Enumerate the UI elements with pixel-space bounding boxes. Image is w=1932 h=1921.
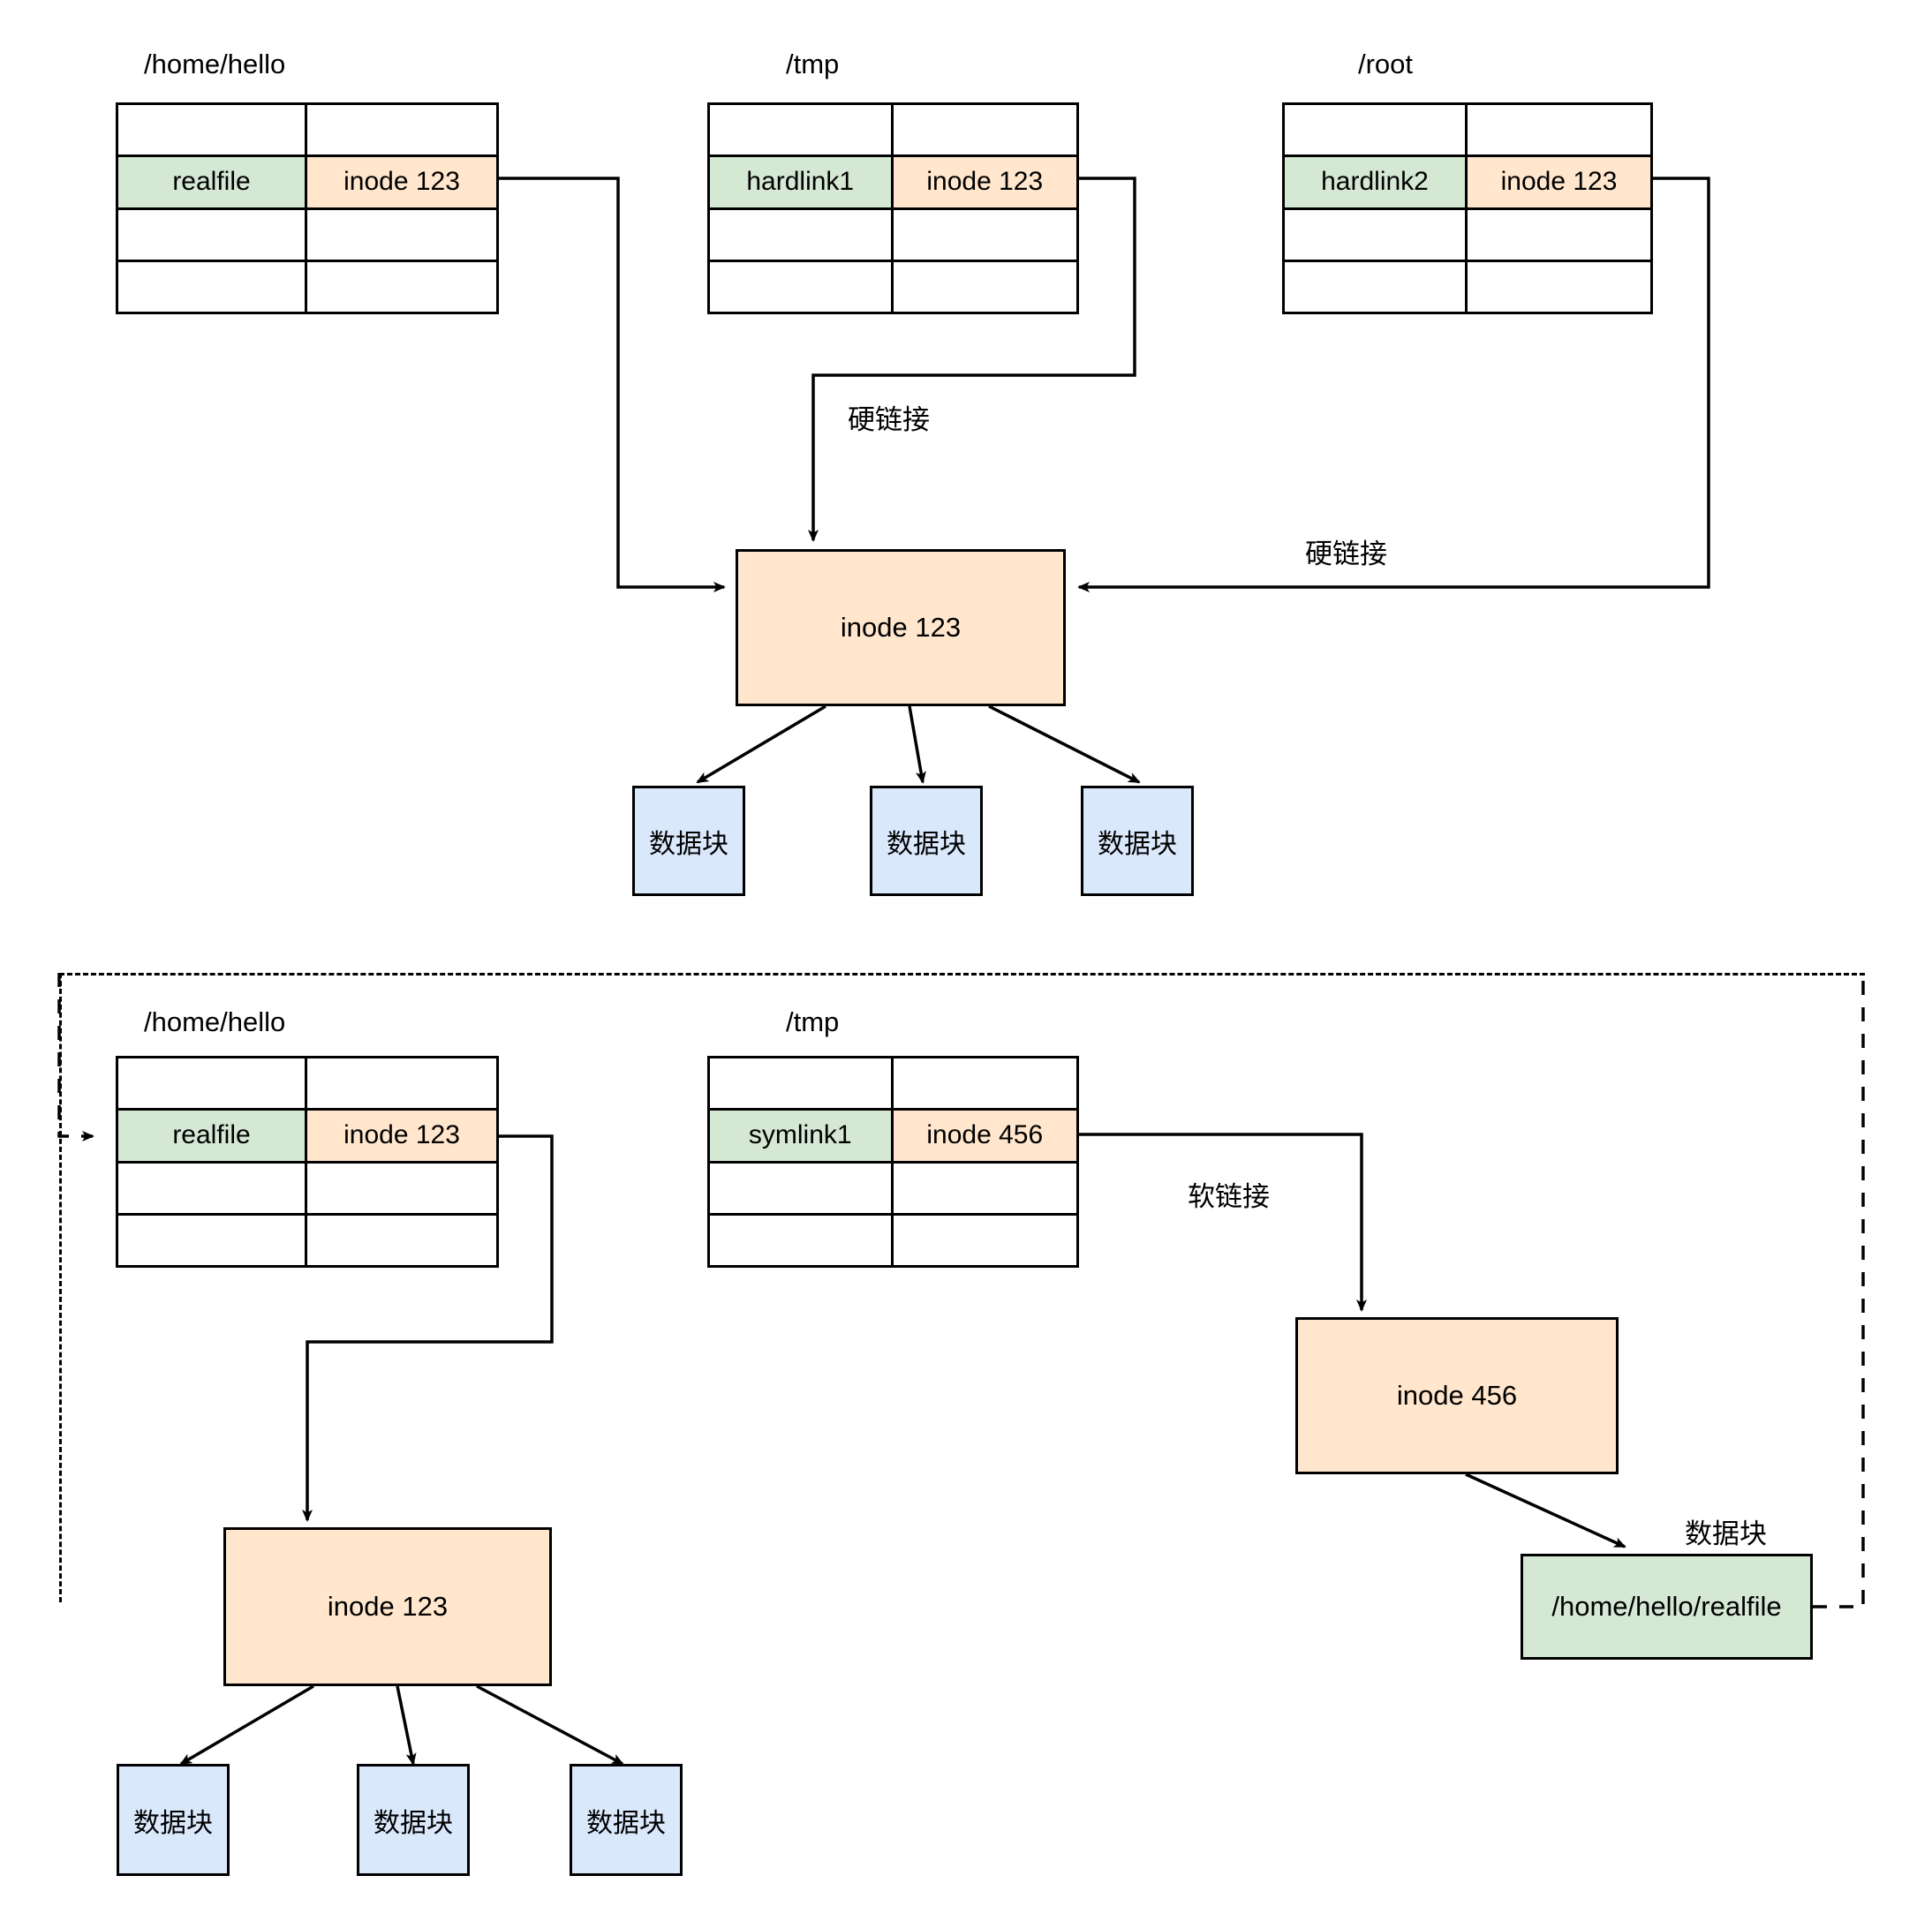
table-row bbox=[118, 1163, 496, 1216]
table-row bbox=[118, 1058, 496, 1111]
cell-name bbox=[710, 209, 894, 260]
edge-realfile-to-inode123 bbox=[499, 177, 726, 592]
cell-name bbox=[1285, 261, 1468, 312]
edge-inode123-to-datablock-4 bbox=[179, 1684, 314, 1766]
table-row bbox=[118, 105, 496, 158]
cell-inode bbox=[894, 262, 1077, 312]
edge-inode123-to-datablock-6 bbox=[476, 1684, 624, 1766]
cell-name bbox=[1285, 105, 1468, 155]
cell-name: hardlink1 bbox=[710, 157, 894, 207]
inode-box-123-top: inode 123 bbox=[736, 549, 1066, 706]
cell-inode bbox=[1468, 105, 1650, 154]
table-row bbox=[1285, 105, 1650, 158]
cell-inode bbox=[894, 1058, 1077, 1108]
caption-tmp-bottom: /tmp bbox=[786, 1006, 840, 1037]
caption-tmp-top: /tmp bbox=[786, 49, 840, 79]
edge-inode123-to-datablock-1 bbox=[696, 704, 826, 784]
data-block-3: 数据块 bbox=[1081, 786, 1194, 896]
cell-inode: inode 123 bbox=[893, 157, 1076, 207]
table-row bbox=[118, 209, 496, 262]
cell-inode bbox=[307, 210, 496, 260]
cell-name bbox=[118, 1215, 307, 1265]
data-block-4: 数据块 bbox=[117, 1764, 230, 1876]
data-block-6: 数据块 bbox=[570, 1764, 683, 1876]
dir-table-root-top: hardlink2 inode 123 bbox=[1282, 102, 1653, 314]
cell-name bbox=[118, 1058, 307, 1109]
table-row bbox=[710, 1215, 1077, 1265]
edge-label-hardlink-center: 硬链接 bbox=[848, 404, 930, 435]
table-row bbox=[710, 261, 1077, 312]
cell-inode: inode 456 bbox=[893, 1111, 1076, 1161]
dir-table-home-hello-top: realfile inode 123 bbox=[116, 102, 499, 314]
cell-name bbox=[710, 1058, 894, 1109]
cell-inode bbox=[1468, 210, 1650, 260]
table-row: hardlink2 inode 123 bbox=[1285, 157, 1650, 210]
table-row bbox=[710, 105, 1077, 158]
caption-home-hello-bottom: /home/hello bbox=[144, 1006, 286, 1037]
cell-name: symlink1 bbox=[710, 1111, 894, 1161]
cell-inode bbox=[1468, 262, 1650, 312]
cell-inode: inode 123 bbox=[307, 1111, 496, 1161]
data-block-1: 数据块 bbox=[632, 786, 745, 896]
table-row: realfile inode 123 bbox=[118, 1111, 496, 1164]
cell-name: hardlink2 bbox=[1285, 157, 1468, 207]
inode-box-456: inode 456 bbox=[1295, 1317, 1619, 1474]
edge-label-hardlink-right: 硬链接 bbox=[1305, 539, 1387, 569]
edge-label-symlink: 软链接 bbox=[1188, 1181, 1270, 1212]
cell-name bbox=[710, 105, 894, 155]
cell-inode bbox=[894, 1164, 1077, 1213]
cell-inode: inode 123 bbox=[1468, 157, 1650, 207]
cell-name bbox=[118, 209, 307, 260]
dir-table-tmp-top: hardlink1 inode 123 bbox=[707, 102, 1079, 314]
edge-inode123-to-datablock-3 bbox=[988, 704, 1141, 784]
cell-inode bbox=[307, 1216, 496, 1265]
table-row: realfile inode 123 bbox=[118, 157, 496, 210]
cell-inode bbox=[307, 1058, 496, 1108]
cell-inode bbox=[307, 262, 496, 312]
table-row bbox=[710, 209, 1077, 262]
edge-inode123-to-datablock-2 bbox=[908, 705, 926, 784]
table-row bbox=[710, 1163, 1077, 1216]
table-row: hardlink1 inode 123 bbox=[710, 157, 1076, 210]
edge-label-datablock-path: 数据块 bbox=[1685, 1518, 1767, 1549]
cell-inode: inode 123 bbox=[307, 157, 496, 207]
symlink-resolution-dashed-region bbox=[59, 973, 1865, 1602]
edge-inode123-to-datablock-5 bbox=[396, 1685, 417, 1766]
cell-name bbox=[118, 105, 307, 155]
cell-inode bbox=[894, 210, 1077, 260]
cell-inode bbox=[307, 1164, 496, 1213]
table-row bbox=[710, 1058, 1076, 1111]
cell-inode bbox=[307, 105, 496, 154]
cell-name bbox=[118, 1163, 307, 1213]
table-row bbox=[1285, 261, 1650, 312]
caption-root-top: /root bbox=[1358, 49, 1414, 79]
cell-inode bbox=[894, 105, 1077, 154]
table-row: symlink1 inode 456 bbox=[710, 1111, 1076, 1164]
path-box-realfile-target: /home/hello/realfile bbox=[1521, 1554, 1813, 1660]
cell-name bbox=[710, 1215, 894, 1265]
dir-table-tmp-bottom: symlink1 inode 456 bbox=[707, 1056, 1079, 1268]
table-row bbox=[1285, 209, 1650, 262]
cell-name: realfile bbox=[118, 1111, 307, 1161]
data-block-2: 数据块 bbox=[870, 786, 983, 896]
inode-box-123-bottom: inode 123 bbox=[223, 1527, 552, 1686]
cell-inode bbox=[894, 1216, 1077, 1265]
data-block-5: 数据块 bbox=[357, 1764, 470, 1876]
cell-name bbox=[1285, 209, 1468, 260]
dir-table-home-hello-bottom: realfile inode 123 bbox=[116, 1056, 499, 1268]
cell-name: realfile bbox=[118, 157, 307, 207]
table-row bbox=[118, 1215, 496, 1265]
cell-name bbox=[710, 261, 894, 312]
table-row bbox=[118, 261, 496, 312]
caption-home-hello-top: /home/hello bbox=[144, 49, 286, 79]
cell-name bbox=[118, 261, 307, 312]
cell-name bbox=[710, 1163, 894, 1213]
